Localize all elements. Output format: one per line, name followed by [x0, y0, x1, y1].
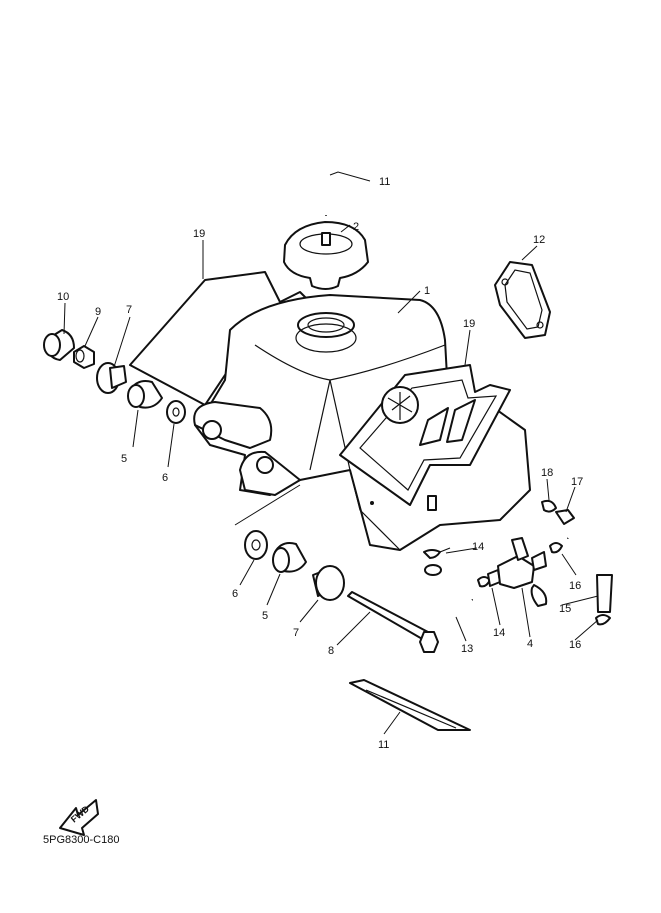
callout-9: 9: [95, 306, 101, 318]
washer-6-upper: [166, 400, 186, 424]
callout-12: 12: [533, 234, 545, 246]
callout-10: 10: [57, 291, 69, 303]
callout-7-lower: 7: [293, 627, 299, 639]
callout-1: 1: [424, 285, 430, 297]
callout-8: 8: [328, 645, 334, 657]
damper-plate: [494, 261, 551, 339]
lower-mount-hardware: [244, 530, 439, 653]
tank-pad-11: [349, 679, 471, 731]
callout-14-upper: 14: [472, 541, 484, 553]
clip-16-lower: [595, 614, 611, 626]
callout-14-lower: 14: [493, 627, 505, 639]
fuel-cock-4: [497, 555, 535, 589]
fuel-tank: [193, 294, 531, 551]
callout-3: 11: [379, 176, 390, 188]
fuel-line-hardware: [423, 499, 613, 626]
callout-11: 11: [378, 739, 389, 751]
washer-18: [541, 499, 557, 513]
bolt-8: [347, 591, 429, 641]
callout-labels: 11 2 1 19 12 19 10 9 7 5 6 6 5 7 8 11 13…: [57, 176, 583, 751]
diagram-code: 5PG8300-C180: [43, 834, 120, 846]
callout-16-lower: 16: [569, 639, 581, 651]
callout-5-upper: 5: [121, 453, 127, 465]
callout-7-upper: 7: [126, 304, 132, 316]
right-shroud-decal: [339, 364, 511, 506]
callout-4: 4: [527, 638, 533, 650]
washer-6-lower: [244, 530, 268, 560]
breather-hose: [236, 126, 330, 285]
callout-13: 13: [461, 643, 473, 655]
callout-15: 15: [559, 603, 571, 615]
callout-16-upper: 16: [569, 580, 581, 592]
callout-18: 18: [541, 467, 553, 479]
callout-5-lower: 5: [262, 610, 268, 622]
fuel-cap: [283, 221, 369, 290]
clip-14-upper: [423, 549, 441, 559]
fwd-arrow-icon: FWD: [59, 799, 99, 836]
callout-19-right: 19: [463, 318, 475, 330]
leader-lines: [63, 171, 599, 735]
callout-19-left: 19: [193, 228, 205, 240]
callout-2: 2: [353, 221, 359, 233]
callout-17: 17: [571, 476, 583, 488]
callout-6-upper: 6: [162, 472, 168, 484]
upper-mount-hardware: [43, 329, 186, 424]
bolt-17: [555, 509, 575, 525]
clip-16-upper: [549, 542, 563, 554]
callout-6-lower: 6: [232, 588, 238, 600]
